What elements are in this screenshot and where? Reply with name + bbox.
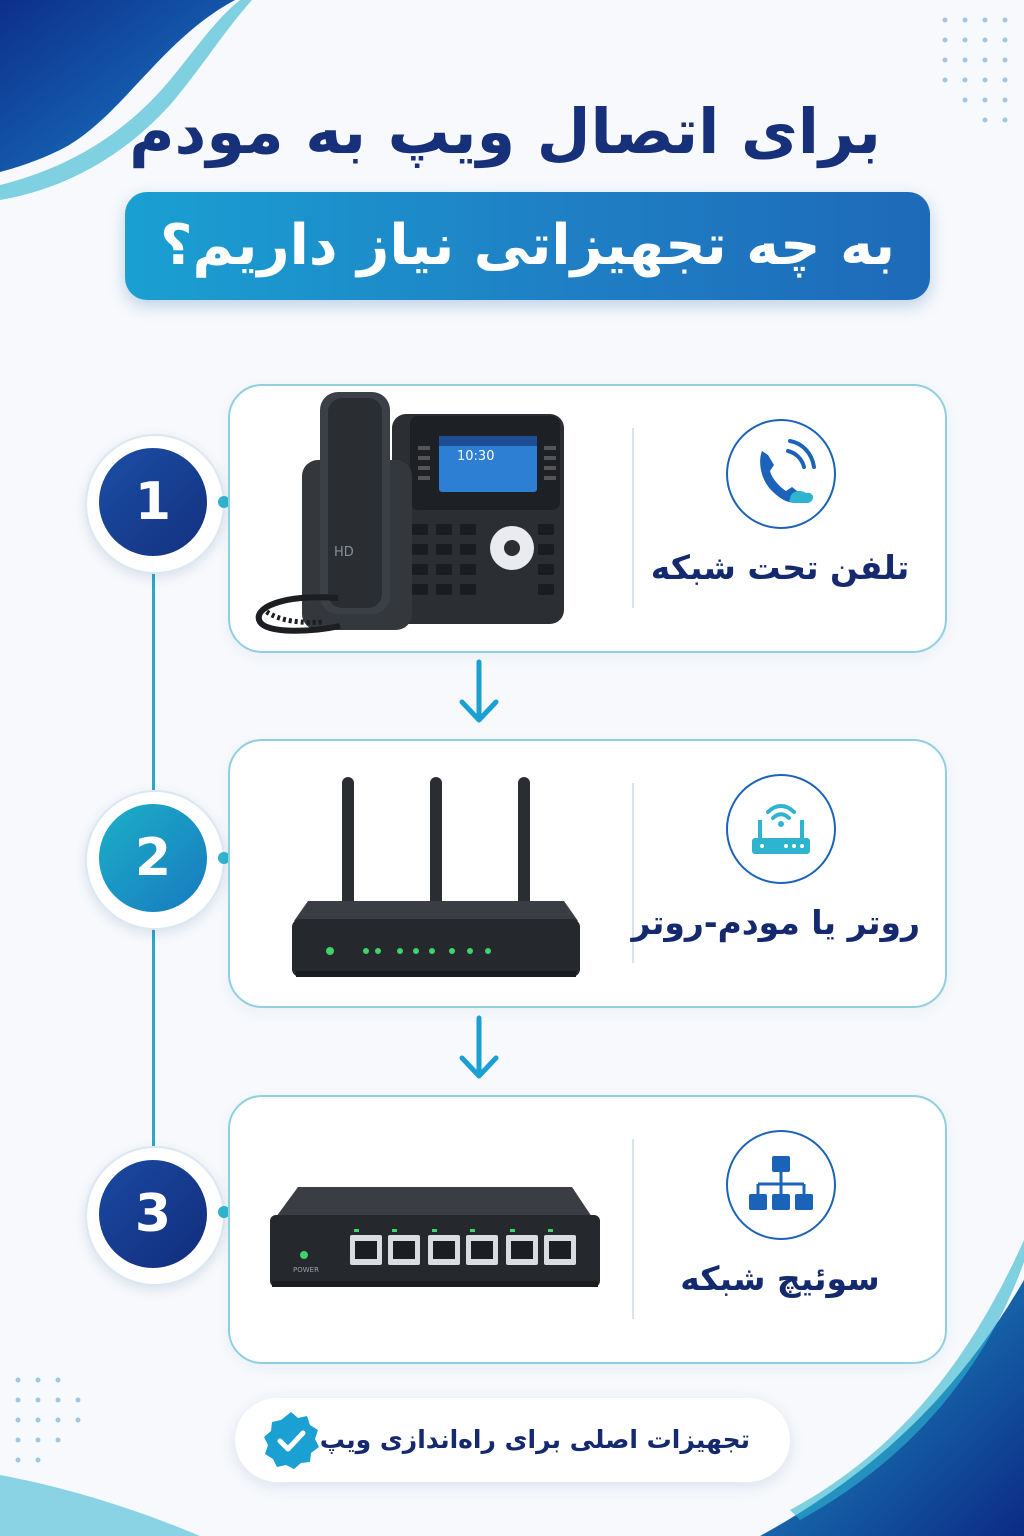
page-subtitle: به چه تجهیزاتی نیاز داریم؟ — [160, 213, 895, 278]
step-number-badge: 1 — [85, 434, 225, 574]
footer-text: تجهیزات اصلی برای راه‌اندازی ویپ — [319, 1425, 750, 1454]
card-divider — [632, 783, 634, 963]
switch-power-label: POWER — [293, 1266, 319, 1274]
footer-note: تجهیزات اصلی برای راه‌اندازی ویپ — [235, 1398, 790, 1482]
step-dot — [218, 1206, 230, 1218]
timeline-connector — [152, 568, 155, 790]
step-dot — [218, 852, 230, 864]
page-title: برای اتصال ویپ به مودم — [129, 95, 881, 168]
step-card-router: روتر یا مودم-روتر — [228, 739, 947, 1008]
icon-circle — [726, 419, 836, 529]
timeline-connector — [152, 924, 155, 1146]
ip-phone-image: 10:30 HD — [255, 392, 564, 634]
router-icon — [752, 804, 810, 854]
network-hierarchy-icon — [749, 1156, 813, 1210]
check-badge-icon — [264, 1412, 319, 1469]
step-label: سوئیچ شبکه — [680, 1259, 880, 1298]
step-card-phone: 10:30 HD تلفن تحت شبکه — [228, 384, 947, 653]
icon-circle — [726, 774, 836, 884]
subtitle-banner: به چه تجهیزاتی نیاز داریم؟ — [125, 192, 930, 300]
step-number: 3 — [99, 1160, 207, 1268]
step-number: 2 — [99, 804, 207, 912]
arrow-down-icon — [459, 659, 499, 723]
router-image — [292, 777, 580, 977]
card-divider — [632, 1139, 634, 1319]
network-switch-image: POWER — [270, 1187, 600, 1287]
phone-icon — [760, 439, 816, 503]
phone-screen-time: 10:30 — [457, 449, 494, 464]
step-dot — [218, 496, 230, 508]
step-number-badge: 2 — [85, 790, 225, 930]
step-label: تلفن تحت شبکه — [650, 548, 910, 587]
icon-circle — [726, 1130, 836, 1240]
step-number: 1 — [99, 448, 207, 556]
step-number-badge: 3 — [85, 1146, 225, 1286]
step-card-switch: POWER سوئیچ شبکه — [228, 1095, 947, 1364]
step-label: روتر یا مودم-روتر — [631, 903, 920, 942]
phone-brand-mark: HD — [334, 545, 354, 560]
arrow-down-icon — [459, 1015, 499, 1079]
card-divider — [632, 428, 634, 608]
